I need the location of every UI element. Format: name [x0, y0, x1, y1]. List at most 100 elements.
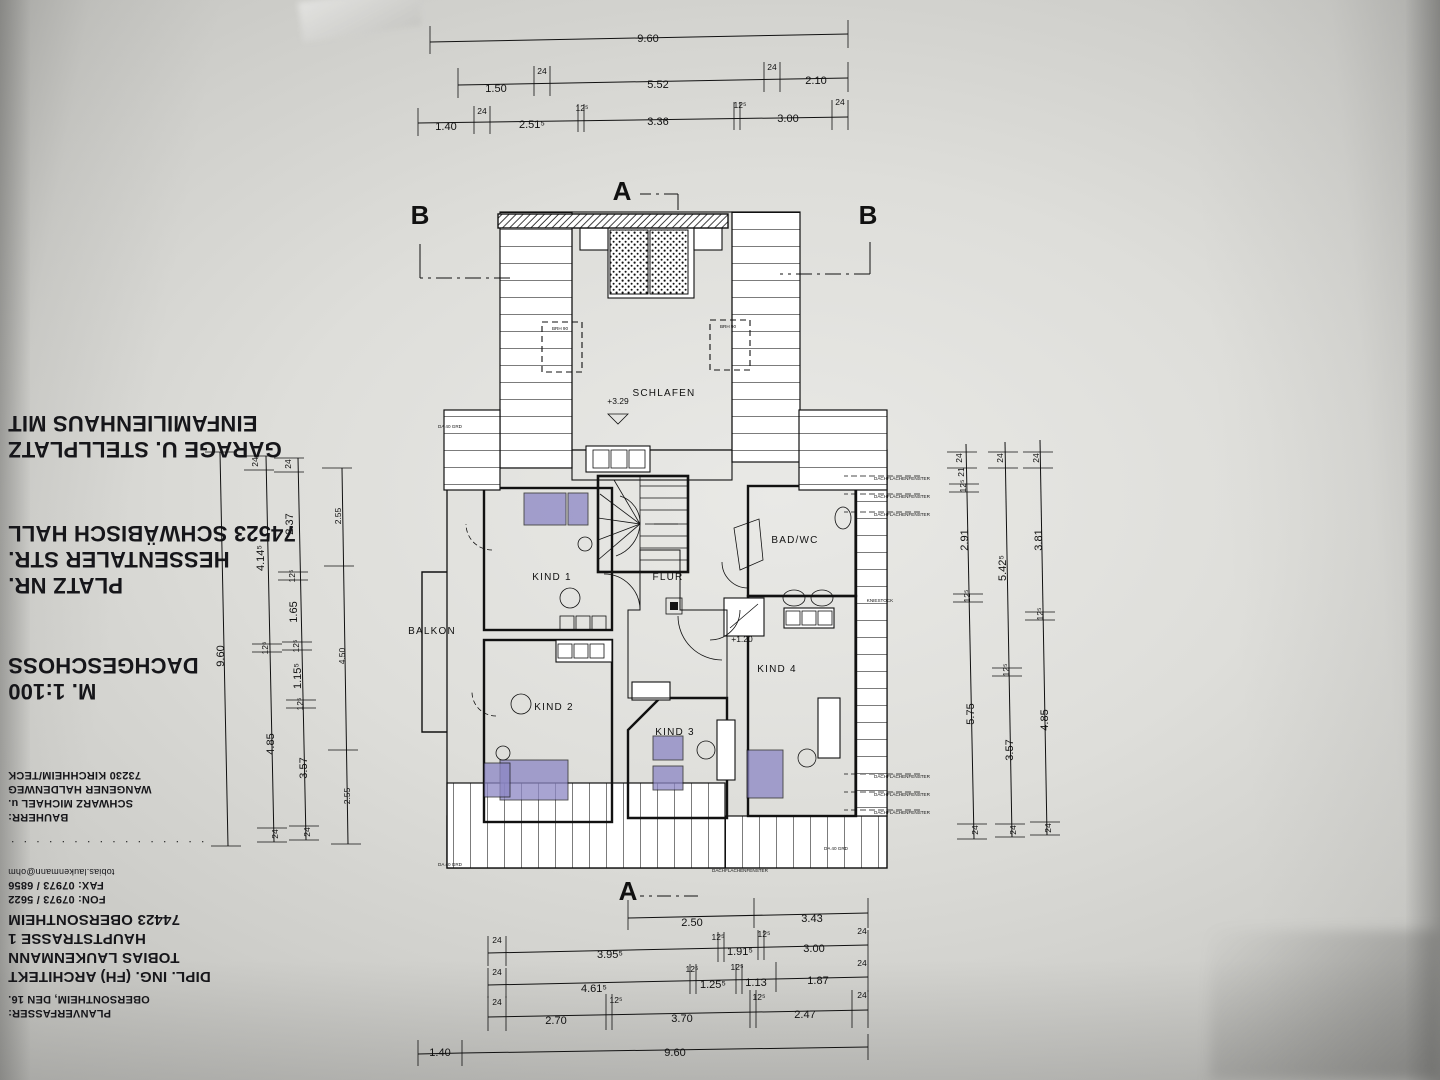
svg-text:1.40: 1.40: [435, 121, 456, 133]
svg-text:1.15⁵: 1.15⁵: [292, 663, 304, 689]
elevation-mark-329: +3.29: [607, 396, 629, 406]
flur-niche-inner: [670, 602, 678, 610]
terrace-slab: [497, 213, 729, 229]
svg-text:5.75: 5.75: [965, 703, 977, 724]
kind2-shelf-b: [573, 643, 589, 659]
kind1-shelf-b: [575, 615, 591, 631]
svg-text:A: A: [613, 176, 632, 206]
dimension-group-bottom: 24 3.00 12⁵ 3.36 12⁵ 2.51⁵ 24 1.40 2.10 …: [417, 20, 849, 136]
svg-text:2.10: 2.10: [805, 75, 826, 87]
svg-text:DACHFLÄCHENFENSTER: DACHFLÄCHENFENSTER: [874, 773, 931, 779]
svg-text:1.13: 1.13: [745, 977, 766, 989]
svg-text:9.60: 9.60: [637, 33, 658, 45]
attic-floor-plan-body: KIND 4 BAD/WC +1.20: [408, 176, 931, 873]
svg-text:9.60: 9.60: [664, 1047, 685, 1059]
terrace-step-left: [693, 227, 723, 251]
wc-icon: [834, 506, 852, 530]
svg-text:2.51⁵: 2.51⁵: [519, 119, 545, 131]
svg-text:BRH 90: BRH 90: [552, 326, 569, 331]
svg-text:2.47: 2.47: [794, 1009, 815, 1021]
flur-niche: [665, 597, 683, 615]
svg-text:DACHFLÄCHENFENSTER: DACHFLÄCHENFENSTER: [874, 493, 931, 499]
svg-text:24: 24: [954, 453, 964, 463]
room-label-kind3: KIND 3: [655, 727, 694, 738]
door-swing-kind1: [465, 523, 493, 551]
svg-text:24: 24: [492, 997, 502, 1007]
svg-text:3.57: 3.57: [1004, 739, 1016, 760]
basin-icon-1: [810, 589, 834, 607]
svg-text:12⁵: 12⁵: [962, 590, 972, 603]
annotation-leaders-left: [844, 475, 920, 811]
svg-text:12⁵: 12⁵: [734, 100, 747, 110]
roof-slope-lowerright: [443, 409, 501, 491]
svg-text:24: 24: [767, 62, 777, 72]
svg-text:4.85: 4.85: [265, 733, 277, 754]
room-label-kind4: KIND 4: [757, 664, 796, 675]
kind3-wardrobe: [716, 719, 736, 781]
kind1-shelf-c: [559, 615, 575, 631]
room-schlafen-outline: [571, 211, 733, 481]
badwc-vanity-b: [817, 610, 833, 626]
svg-text:1.87: 1.87: [807, 975, 828, 987]
svg-text:24: 24: [492, 935, 502, 945]
kind2-plant-icon: [510, 693, 532, 715]
room-label-kind2: KIND 2: [534, 702, 573, 713]
svg-text:DA 40 GRD: DA 40 GRD: [438, 424, 463, 429]
kind1-plant-icon: [559, 587, 581, 609]
french-door-leaf-left: [649, 229, 689, 295]
schlafen-window-upper-c: [592, 449, 610, 469]
svg-text:12⁵: 12⁵: [686, 964, 699, 974]
schlafen-dashed-a: [709, 319, 751, 371]
svg-text:12⁵: 12⁵: [1035, 608, 1045, 621]
elevation-mark-120: +1.20: [731, 634, 753, 644]
svg-text:A: A: [619, 876, 638, 906]
kind1-bed-side: [567, 492, 589, 526]
svg-text:12⁵: 12⁵: [576, 103, 589, 113]
svg-text:4.50: 4.50: [337, 647, 347, 664]
door-swing-kind3: [677, 615, 723, 661]
svg-text:12⁵: 12⁵: [712, 932, 725, 942]
svg-text:3.43: 3.43: [801, 913, 822, 925]
svg-text:3.70: 3.70: [671, 1013, 692, 1025]
svg-text:B: B: [859, 200, 878, 230]
badwc-vanity-d: [785, 610, 801, 626]
kind2-shelf-a: [589, 643, 605, 659]
svg-text:4.61⁵: 4.61⁵: [581, 983, 607, 995]
svg-text:1.50: 1.50: [485, 83, 506, 95]
svg-text:4.85: 4.85: [1039, 709, 1051, 730]
svg-text:3.00: 3.00: [777, 113, 798, 125]
kind4-furniture-wardrobe: [817, 697, 841, 759]
svg-text:2.55: 2.55: [333, 507, 343, 524]
bathtub-icon: [733, 518, 764, 571]
svg-text:12⁶: 12⁶: [260, 642, 270, 655]
svg-text:1.25⁵: 1.25⁵: [700, 979, 726, 991]
svg-text:3.81: 3.81: [1033, 529, 1045, 550]
svg-text:24: 24: [857, 990, 867, 1000]
svg-text:B: B: [411, 200, 430, 230]
kind3-dormer-glazing-a: [652, 765, 684, 791]
svg-text:2.91: 2.91: [959, 529, 971, 550]
kind3-dormer-glazing-b: [652, 735, 684, 761]
svg-text:24: 24: [283, 459, 293, 469]
schlafen-window-upper-b: [610, 449, 628, 469]
svg-text:24: 24: [1031, 453, 1041, 463]
section-mark-a-bottom: A: [613, 176, 679, 210]
room-label-kind1: KIND 1: [532, 572, 571, 583]
badwc-vanity-c: [801, 610, 817, 626]
dimension-group-left: 24 4.85 12⁵ 3.81 24 24 3.57 12⁵ 5.42⁵ 24: [947, 439, 1060, 840]
svg-text:KNIESTOCK: KNIESTOCK: [867, 598, 894, 603]
svg-text:24: 24: [270, 829, 280, 839]
kind1-lamp-icon: [577, 536, 593, 552]
svg-text:5.42⁵: 5.42⁵: [997, 555, 1009, 581]
door-swing-flur: [603, 573, 641, 611]
room-label-flur: FLUR: [653, 572, 684, 583]
kind2-shelf-c: [557, 643, 573, 659]
svg-text:12⁵: 12⁵: [291, 640, 301, 653]
svg-text:DA 40 GRD: DA 40 GRD: [438, 862, 463, 867]
svg-text:1.65: 1.65: [288, 601, 300, 622]
svg-text:12⁵: 12⁵: [753, 992, 766, 1002]
